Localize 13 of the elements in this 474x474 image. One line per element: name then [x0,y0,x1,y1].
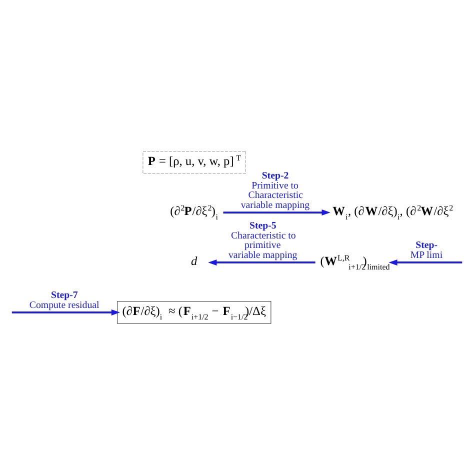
node-text: W$_{i}$, (∂W/∂ξ)$_{i}$, (∂$^{2}$W/∂ξ$^{2}$ [332,202,454,221]
arrow [223,209,330,216]
node-text: d [191,253,198,268]
edge-label: Step-7 Compute residual [29,290,100,310]
edge-label: Step-5 Characteristic to primitive variable mapping [228,220,298,261]
arrow [12,308,120,315]
node-text: (∂$^{2}$P/∂ξ$^{2}$)$_{i}$ [170,202,218,221]
edge-label: Step- MP limi [410,240,443,261]
arrow [208,258,316,265]
arrow [388,258,462,265]
node-box: P = [ρ, u, v, w, p]$^{T}$ [142,150,246,174]
node-box: (∂F/∂ξ)$_{i}$ ≈ (F$_{i+1/2}$ − F$_{i−1/2}$)/Δξ [117,300,272,324]
node-text: (W$^{L,R}$$_{i+1/2}$)$_{limited}$ [320,252,390,271]
